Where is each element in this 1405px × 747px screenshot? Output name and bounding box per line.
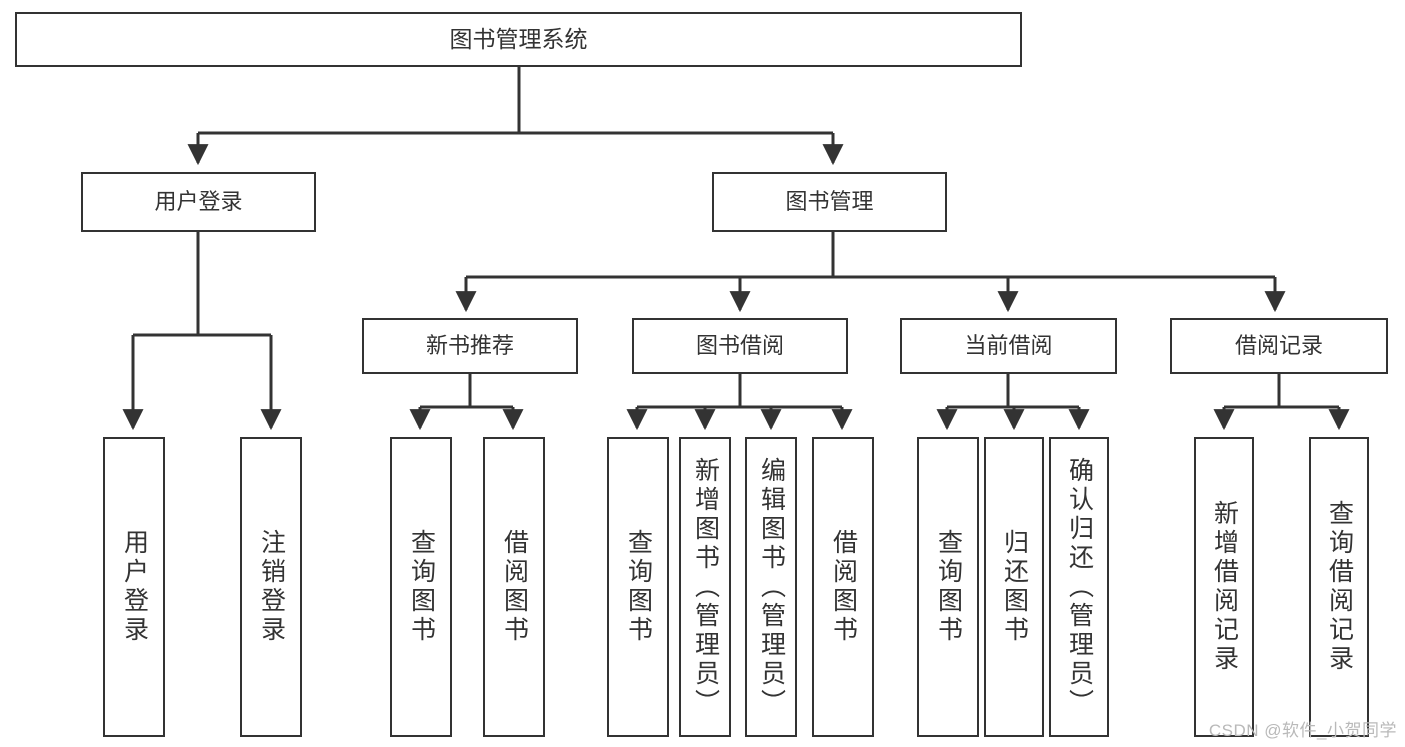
leaf-query-book-borrowing[interactable]: 查询图书 [607, 437, 669, 737]
leaf-query-borrowing-record[interactable]: 查询借阅记录 [1309, 437, 1369, 737]
leaf-add-book-admin[interactable]: 新增图书（管理员） [679, 437, 731, 737]
node-label: 编辑图书（管理员） [757, 456, 786, 718]
leaf-add-borrowing-record[interactable]: 新增借阅记录 [1194, 437, 1254, 737]
node-book-borrowing[interactable]: 图书借阅 [632, 318, 848, 374]
node-label: 图书借阅 [695, 333, 784, 359]
node-label: 借阅图书 [500, 529, 529, 645]
node-label: 查询图书 [934, 529, 963, 645]
node-label: 归还图书 [1000, 529, 1029, 645]
leaf-borrow-book-recommend[interactable]: 借阅图书 [483, 437, 545, 737]
node-label: 新增图书（管理员） [691, 456, 720, 718]
node-book-management[interactable]: 图书管理 [712, 172, 947, 232]
node-label: 当前借阅 [964, 333, 1053, 359]
node-label: 借阅图书 [829, 529, 858, 645]
node-label: 借阅记录 [1234, 333, 1323, 359]
node-borrowing-records[interactable]: 借阅记录 [1170, 318, 1388, 374]
node-label: 确认归还（管理员） [1065, 456, 1094, 718]
node-label: 注销登录 [257, 529, 286, 645]
leaf-query-book-recommend[interactable]: 查询图书 [390, 437, 452, 737]
leaf-confirm-return-admin[interactable]: 确认归还（管理员） [1049, 437, 1109, 737]
node-label: 查询图书 [407, 529, 436, 645]
leaf-edit-book-admin[interactable]: 编辑图书（管理员） [745, 437, 797, 737]
watermark: CSDN @软件_小贺同学 [1208, 721, 1397, 740]
leaf-query-book-current[interactable]: 查询图书 [917, 437, 979, 737]
leaf-return-book[interactable]: 归还图书 [984, 437, 1044, 737]
node-label: 用户登录 [154, 189, 243, 215]
node-label: 新书推荐 [425, 333, 514, 359]
node-label: 图书管理系统 [449, 25, 588, 52]
node-label: 新增借阅记录 [1210, 500, 1239, 674]
node-new-book-recommendation[interactable]: 新书推荐 [362, 318, 578, 374]
node-current-borrowing[interactable]: 当前借阅 [900, 318, 1117, 374]
node-label: 查询借阅记录 [1325, 500, 1354, 674]
node-user-login[interactable]: 用户登录 [81, 172, 316, 232]
node-label: 查询图书 [624, 529, 653, 645]
node-label: 用户登录 [120, 529, 149, 645]
node-label: 图书管理 [785, 189, 874, 215]
leaf-borrow-book[interactable]: 借阅图书 [812, 437, 874, 737]
node-root-library-management-system[interactable]: 图书管理系统 [15, 12, 1022, 67]
leaf-user-login[interactable]: 用户登录 [103, 437, 165, 737]
leaf-logout[interactable]: 注销登录 [240, 437, 302, 737]
